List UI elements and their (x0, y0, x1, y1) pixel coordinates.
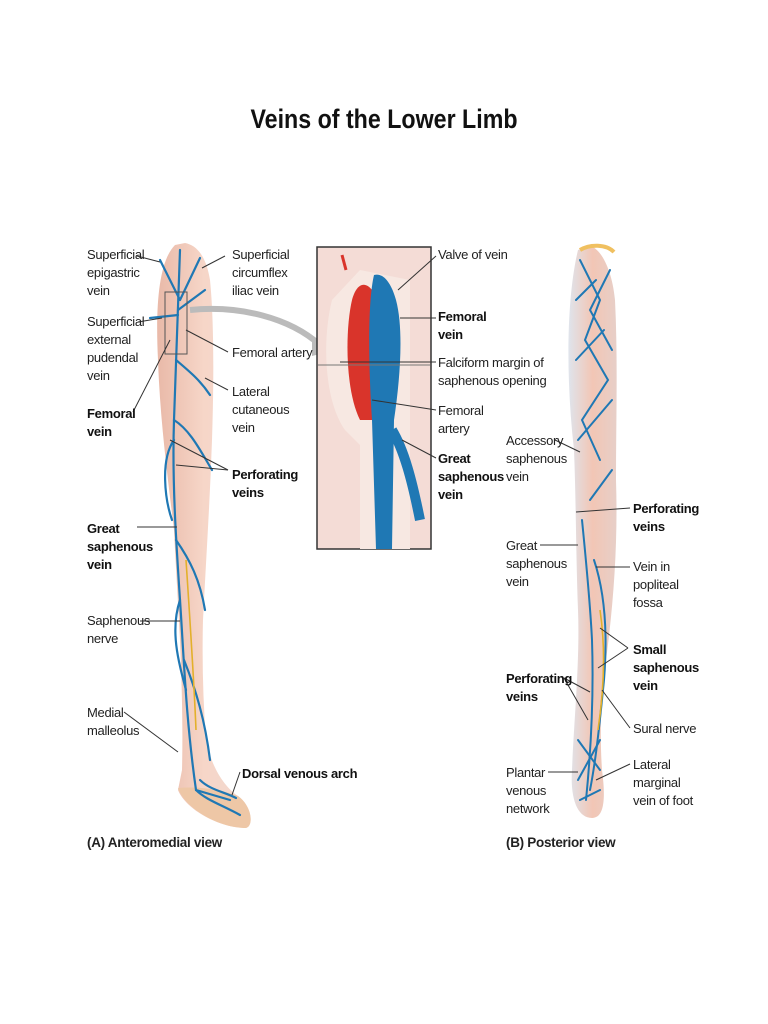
caption-posterior-view: (B) Posterior view (506, 835, 616, 850)
label-femoral-vein-inset: Femoral vein (438, 309, 487, 342)
label-small-saphenous-vein: Small saphenous vein (633, 642, 699, 693)
label-medial-malleolus: Medial malleolus (87, 705, 140, 738)
label-great-saphenous-vein-inset: Great saphenous vein (438, 451, 504, 502)
sural-nerve-line (597, 609, 605, 731)
leg-a-silhouette (157, 243, 251, 828)
label-vein-in-popliteal-fossa: Vein in popliteal fossa (633, 559, 679, 610)
label-saphenous-nerve: Saphenous nerve (87, 613, 151, 646)
label-great-saphenous-vein-a: Great saphenous vein (87, 521, 153, 572)
inset-marker (164, 291, 188, 355)
leg-a-veins (148, 248, 242, 817)
saphenous-nerve-line (185, 559, 197, 731)
label-perforating-veins-a: Perforating veins (232, 467, 299, 500)
label-sural-nerve: Sural nerve (633, 721, 697, 736)
label-perforating-veins-b-bottom: Perforating veins (506, 671, 573, 704)
label-lateral-marginal-vein-of-foot: Lateral marginal vein of foot (633, 757, 693, 808)
leg-b-veins (575, 259, 613, 801)
page-title: Veins of the Lower Limb (250, 104, 518, 134)
label-valve-of-vein: Valve of vein (438, 247, 508, 262)
label-lateral-cutaneous-vein: Lateral cutaneous vein (232, 384, 290, 435)
inset-arrow (189, 305, 323, 348)
label-femoral-artery-a: Femoral artery (232, 345, 313, 360)
label-dorsal-venous-arch: Dorsal venous arch (242, 766, 358, 781)
caption-anteromedial-view: (A) Anteromedial view (87, 835, 222, 850)
label-femoral-artery-inset: Femoral artery (438, 403, 484, 436)
label-great-saphenous-vein-b: Great saphenous vein (506, 538, 567, 589)
label-perforating-veins-b-top: Perforating veins (633, 501, 700, 534)
leader-lines-inset (340, 255, 437, 459)
label-superficial-epigastric-vein: Superficial epigastric vein (87, 247, 145, 298)
label-plantar-venous-network: Plantar venous network (506, 765, 550, 816)
label-falciform-margin: Falciform margin of saphenous opening (438, 355, 547, 388)
leg-b-silhouette (568, 243, 617, 818)
label-femoral-vein-a: Femoral vein (87, 406, 136, 439)
label-superficial-circumflex-iliac-vein: Superficial circumflex iliac vein (232, 247, 290, 298)
label-superficial-external-pudendal-vein: Superficial external pudendal vein (87, 314, 145, 383)
inset-panel (316, 246, 432, 550)
leader-lines-b (540, 439, 631, 781)
label-accessory-saphenous-vein: Accessory saphenous vein (506, 433, 567, 484)
leader-lines-a (123, 255, 241, 796)
